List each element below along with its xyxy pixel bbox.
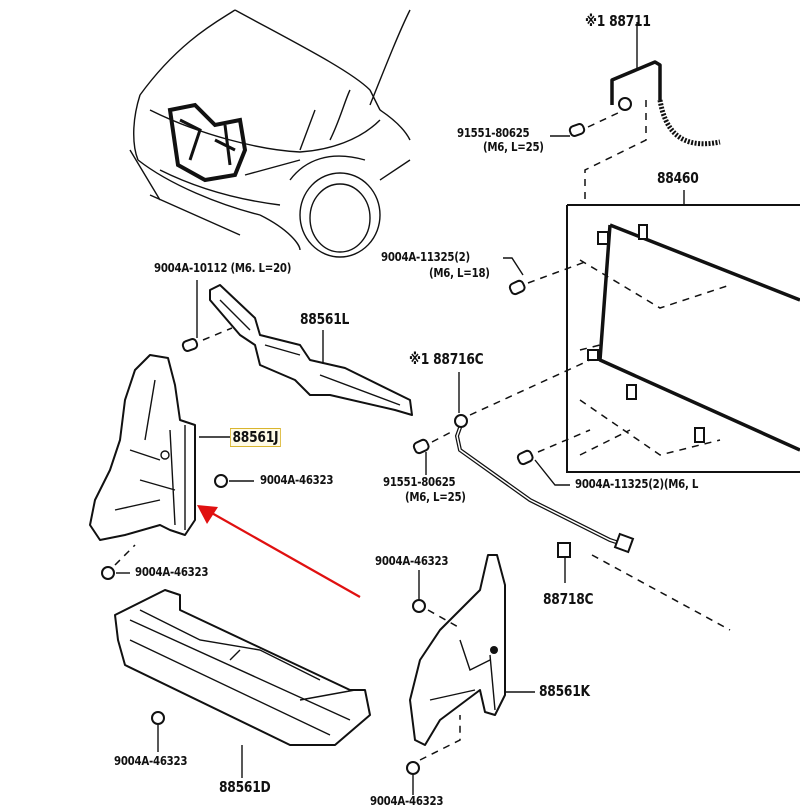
label-9004A-10112: 9004A-10112 (M6. L=20) xyxy=(154,261,292,275)
bolt-9004A-10112 xyxy=(181,280,199,352)
part-88716C-pipe xyxy=(454,372,635,554)
label-9004A-46323-e: 9004A-46323 xyxy=(370,794,444,808)
label-88718C: 88718C xyxy=(543,590,594,608)
label-part-number: 88716C xyxy=(433,350,484,368)
label-88561L: 88561L xyxy=(300,310,350,328)
bolt-9004A-46323-d xyxy=(151,711,165,752)
label-91551-80625-top-spec: (M6, L=25) xyxy=(483,140,544,154)
bolt-91551-80625-mid xyxy=(412,438,430,475)
annotation-arrow xyxy=(197,505,361,598)
label-88561D: 88561D xyxy=(219,778,271,796)
bolt-9004A-46323-b xyxy=(101,566,130,580)
label-88460: 88460 xyxy=(657,169,699,187)
label-91551-80625-top: 91551-80625 xyxy=(457,126,530,140)
bolt-9004A-11325-top xyxy=(503,257,526,296)
label-88716C: ※1 88716C xyxy=(409,350,484,368)
part-88561D xyxy=(114,589,371,778)
part-88561L xyxy=(209,284,413,416)
label-88561J-highlighted: 88561J xyxy=(230,428,281,447)
bolt-9004A-11325-bottom xyxy=(516,449,570,486)
part-88460-condenser xyxy=(566,190,800,473)
part-88561J xyxy=(89,354,230,541)
bolt-9004A-46323-e xyxy=(406,761,420,795)
label-9004A-11325-top-spec: (M6, L=18) xyxy=(429,266,490,280)
part-88711-hose xyxy=(610,22,721,147)
label-91551-80625-mid-spec: (M6, L=25) xyxy=(405,490,466,504)
label-mark: ※1 xyxy=(585,12,606,30)
label-88711: ※1 88711 xyxy=(585,14,651,29)
part-88718C xyxy=(557,542,571,583)
vehicle-overview-illustration xyxy=(129,9,411,258)
label-mark: ※1 xyxy=(409,350,430,368)
part-88561K xyxy=(409,554,535,746)
label-part-number: 88711 xyxy=(609,12,651,30)
label-9004A-11325-top: 9004A-11325(2) xyxy=(381,250,470,264)
bolt-91551-80625-top xyxy=(550,123,586,137)
label-9004A-11325-bottom: 9004A-11325(2)(M6, L xyxy=(575,477,699,491)
label-91551-80625-mid: 91551-80625 xyxy=(383,475,456,489)
label-9004A-46323-b: 9004A-46323 xyxy=(135,565,209,579)
bolt-9004A-46323-c xyxy=(412,570,426,613)
label-9004A-46323-d: 9004A-46323 xyxy=(114,754,188,768)
label-88561K: 88561K xyxy=(539,682,590,700)
bolt-9004A-46323-a xyxy=(214,474,254,488)
label-9004A-46323-c: 9004A-46323 xyxy=(375,554,449,568)
label-9004A-46323-a: 9004A-46323 xyxy=(260,473,334,487)
